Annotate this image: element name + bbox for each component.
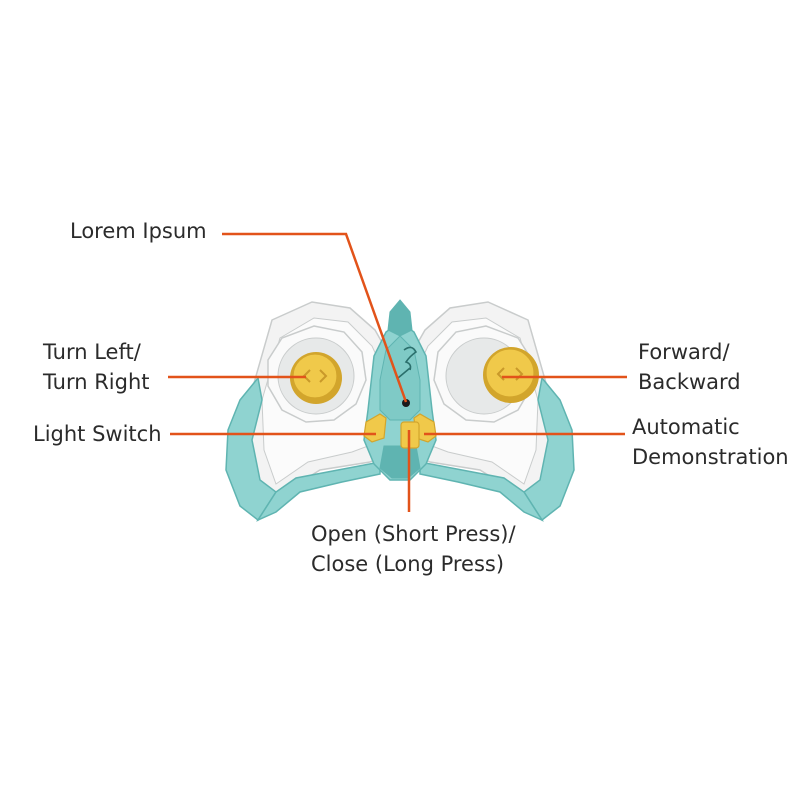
callout-forward-backward: Forward/ Backward xyxy=(638,337,741,397)
callout-automatic-line-2: Demonstration xyxy=(632,445,789,469)
callout-line-lorem xyxy=(222,232,408,403)
callout-turn-line-2: Turn Right xyxy=(43,370,150,394)
callout-lorem-line-1: Lorem Ipsum xyxy=(70,219,207,243)
callout-automatic-line-1: Automatic xyxy=(632,415,740,439)
callout-forward-line-1: Forward/ xyxy=(638,340,730,364)
right-joystick[interactable] xyxy=(483,347,539,403)
callout-turn-left-right: Turn Left/ Turn Right xyxy=(43,337,150,397)
callout-forward-line-2: Backward xyxy=(638,370,741,394)
callout-automatic-demonstration: Automatic Demonstration xyxy=(632,412,789,472)
right-joystick-cap[interactable] xyxy=(485,348,535,398)
center-body xyxy=(363,299,437,481)
callout-open-close: Open (Short Press)/ Close (Long Press) xyxy=(311,519,516,579)
callout-open-line-2: Close (Long Press) xyxy=(311,552,505,576)
left-joystick[interactable] xyxy=(290,352,342,404)
callout-open-line-1: Open (Short Press)/ xyxy=(311,522,516,546)
center-lower-plate xyxy=(379,445,421,479)
callout-lines xyxy=(168,232,627,512)
center-antenna xyxy=(387,299,413,337)
status-indicator-dot xyxy=(402,399,410,407)
callout-light-switch: Light Switch xyxy=(33,419,162,449)
callout-lorem-ipsum: Lorem Ipsum xyxy=(70,216,207,246)
callout-turn-line-1: Turn Left/ xyxy=(43,340,141,364)
brand-logo-icon xyxy=(397,346,418,379)
callout-light-line-1: Light Switch xyxy=(33,422,162,446)
